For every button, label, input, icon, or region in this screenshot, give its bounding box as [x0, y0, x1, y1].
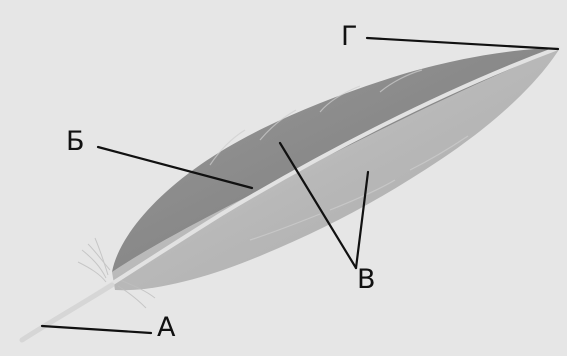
label-a-quill: А — [157, 314, 175, 341]
label-v-vane: В — [357, 266, 376, 293]
quill-tip — [22, 285, 112, 340]
label-b-shaft: Б — [66, 128, 85, 155]
leader-line-g — [367, 38, 558, 49]
leader-line-a — [42, 326, 151, 333]
label-g-tip: Г — [341, 23, 357, 50]
